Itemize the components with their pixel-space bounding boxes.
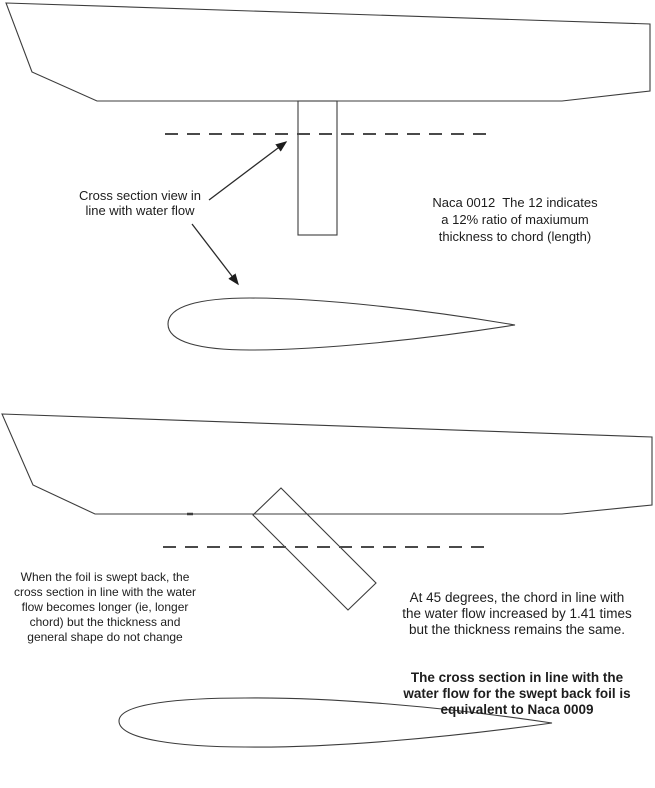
- hull-bottom-outline: [1, 413, 653, 515]
- swept-back-foil: [252, 487, 377, 611]
- airfoil-naca0012-cross-section: [167, 297, 516, 351]
- arrow-to-cross-section: [191, 223, 239, 286]
- arrow-to-foil: [208, 141, 288, 201]
- right-note-regular-text: At 45 degrees, the chord in line with th…: [402, 590, 632, 637]
- naca-0012-note: Naca 0012 The 12 indicates a 12% ratio o…: [432, 195, 598, 244]
- vertical-foil: [297, 100, 338, 236]
- swept-foil-right-note: At 45 degrees, the chord in line with th…: [382, 558, 652, 750]
- hull-top-outline: [5, 2, 651, 102]
- right-note-bold-text: The cross section in line with the water…: [403, 670, 631, 717]
- cross-section-callout-label: Cross section view in line with water fl…: [78, 188, 202, 218]
- airfoil-naca0009-cross-section: [118, 697, 553, 748]
- swept-foil-left-note: When the foil is swept back, the cross s…: [13, 570, 197, 644]
